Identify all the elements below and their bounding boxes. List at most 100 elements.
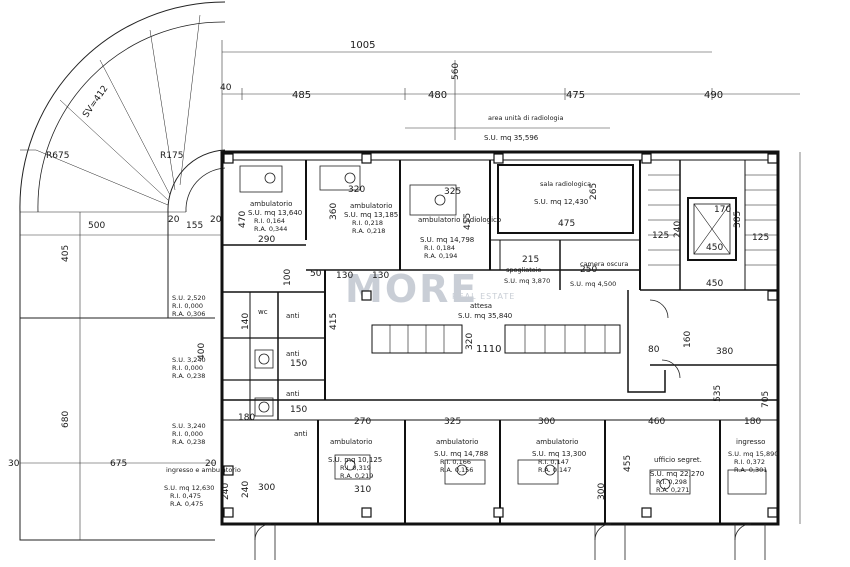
- dim-300c: 300: [597, 483, 607, 500]
- doors: [254, 299, 766, 560]
- dim-325: 325: [444, 187, 461, 197]
- room-unit-su: S.U. mq 35,596: [484, 134, 539, 142]
- room-ingright-ri: R.I. 0,372: [734, 458, 765, 466]
- dim-705: 705: [761, 391, 771, 408]
- dim-140: 140: [241, 313, 251, 330]
- dim-320b: 320: [465, 333, 475, 350]
- room-ambb2-name: ambulatorio: [436, 438, 478, 446]
- room-ufficio-ra: R.A. 0,271: [656, 486, 689, 494]
- dim-265: 265: [589, 183, 599, 200]
- dim-560: 560: [451, 63, 461, 80]
- dimension-lines: [20, 40, 801, 540]
- room-amb2-su: S.U. mq 13,185: [344, 211, 398, 219]
- dim-150a: 150: [290, 359, 307, 369]
- room-ufficio-su: S.U. mq 22,270: [650, 470, 704, 478]
- room-ambb3-ra: R.A. 0,147: [538, 466, 571, 474]
- room-anti4: anti: [294, 430, 307, 438]
- dim-215: 215: [522, 255, 539, 265]
- dim-535: 535: [713, 385, 723, 402]
- dim-385: 385: [733, 211, 743, 228]
- dim-380: 380: [716, 347, 733, 357]
- room-amb1-ri: R.I. 0,164: [254, 217, 285, 225]
- dim-240c: 240: [221, 483, 231, 500]
- dim-455b: 455: [623, 455, 633, 472]
- dim-325b: 325: [444, 417, 461, 427]
- dim-20c: 20: [205, 459, 217, 469]
- room-ingleft-su: S.U. mq 12,630: [164, 484, 214, 492]
- room-ingleft-ri: R.I. 0,475: [170, 492, 201, 500]
- dim-500: 500: [88, 221, 105, 231]
- dim-160: 160: [683, 331, 693, 348]
- room-anti2: anti: [286, 350, 299, 358]
- room-wc2-su: S.U. 3,240: [172, 356, 206, 364]
- room-amb2-ra: R.A. 0,218: [352, 227, 385, 235]
- dim-20a: 20: [168, 215, 180, 225]
- room-ambb3-name: ambulatorio: [536, 438, 578, 446]
- dim-155: 155: [186, 221, 203, 231]
- room-radio1-ri: R.I. 0,184: [424, 244, 455, 252]
- room-wc2-ra: R.A. 0,238: [172, 372, 205, 380]
- dim-415: 415: [329, 313, 339, 330]
- dim-300a: 300: [258, 483, 275, 493]
- dim-top-485: 485: [292, 90, 311, 101]
- dim-675: 675: [110, 459, 127, 469]
- room-sala-su: S.U. mq 12,430: [534, 198, 588, 206]
- dim-150b: 150: [290, 405, 307, 415]
- dim-20b: 20: [210, 215, 222, 225]
- room-ambbl-ri: R.I. 0,319: [340, 464, 371, 472]
- dim-250: 250: [580, 265, 597, 275]
- room-unit-name: area unità di radiologia: [488, 114, 563, 122]
- room-spogliatoio-name: spogliatoio: [506, 266, 542, 274]
- room-ambbl-name: ambulatorio: [330, 438, 372, 446]
- room-anti1: anti: [286, 312, 299, 320]
- room-wc1-ri: R.I. 0,000: [172, 302, 203, 310]
- room-ingright-su: S.U. mq 15,890: [728, 450, 778, 458]
- dim-405: 405: [61, 245, 71, 262]
- room-attesa-name: attesa: [470, 302, 492, 310]
- room-radio1-name: ambulatorio radiologico: [418, 216, 501, 224]
- room-ingright-ra: R.A. 0,301: [734, 466, 767, 474]
- room-wc3-ri: R.I. 0,000: [172, 430, 203, 438]
- room-wc2-ri: R.I. 0,000: [172, 364, 203, 372]
- dim-80: 80: [648, 345, 660, 355]
- watermark-logo: MORE: [345, 267, 478, 311]
- dim-125a: 125: [652, 231, 669, 241]
- dim-240: 240: [241, 481, 251, 498]
- dim-680: 680: [61, 411, 71, 428]
- furniture: [239, 165, 767, 495]
- dim-360: 360: [329, 203, 339, 220]
- columns: [223, 153, 778, 518]
- dim-1110: 1110: [476, 344, 501, 355]
- curved-ramp: [19, 1, 226, 541]
- room-amb1-ra: R.A. 0,344: [254, 225, 287, 233]
- walls: [220, 150, 780, 526]
- room-ambb2-ra: R.A. 0,156: [440, 466, 473, 474]
- room-wc-label: wc: [258, 308, 268, 316]
- dim-290: 290: [258, 235, 275, 245]
- room-wc3-ra: R.A. 0,238: [172, 438, 205, 446]
- dim-30: 30: [8, 459, 20, 469]
- dim-sv: SV=412: [81, 84, 110, 120]
- room-ambb2-su: S.U. mq 14,788: [434, 450, 488, 458]
- room-ambbl-su: S.U. mq 10,125: [328, 456, 382, 464]
- room-amb1-name: ambulatorio: [250, 200, 292, 208]
- dim-top-475: 475: [566, 90, 585, 101]
- dim-270: 270: [354, 417, 371, 427]
- room-ambbl-ra: R.A. 0,219: [340, 472, 373, 480]
- dim-300b: 300: [538, 417, 555, 427]
- dim-180: 180: [238, 413, 255, 423]
- dim-310: 310: [354, 485, 371, 495]
- room-ambb3-su: S.U. mq 13,300: [532, 450, 586, 458]
- dim-130b: 130: [372, 271, 389, 281]
- room-amb2-name: ambulatorio: [350, 202, 392, 210]
- dim-top-40: 40: [220, 83, 232, 93]
- watermark-sub: REAL ESTATE: [452, 292, 515, 301]
- dim-450a: 450: [706, 243, 723, 253]
- room-amb2-ri: R.I. 0,218: [352, 219, 383, 227]
- dim-240b: 240: [673, 221, 683, 238]
- room-anti3: anti: [286, 390, 299, 398]
- dim-50: 50: [310, 269, 322, 279]
- dim-r675: R675: [46, 151, 69, 161]
- dim-470: 470: [238, 211, 248, 228]
- room-ingleft-ra: R.A. 0,475: [170, 500, 203, 508]
